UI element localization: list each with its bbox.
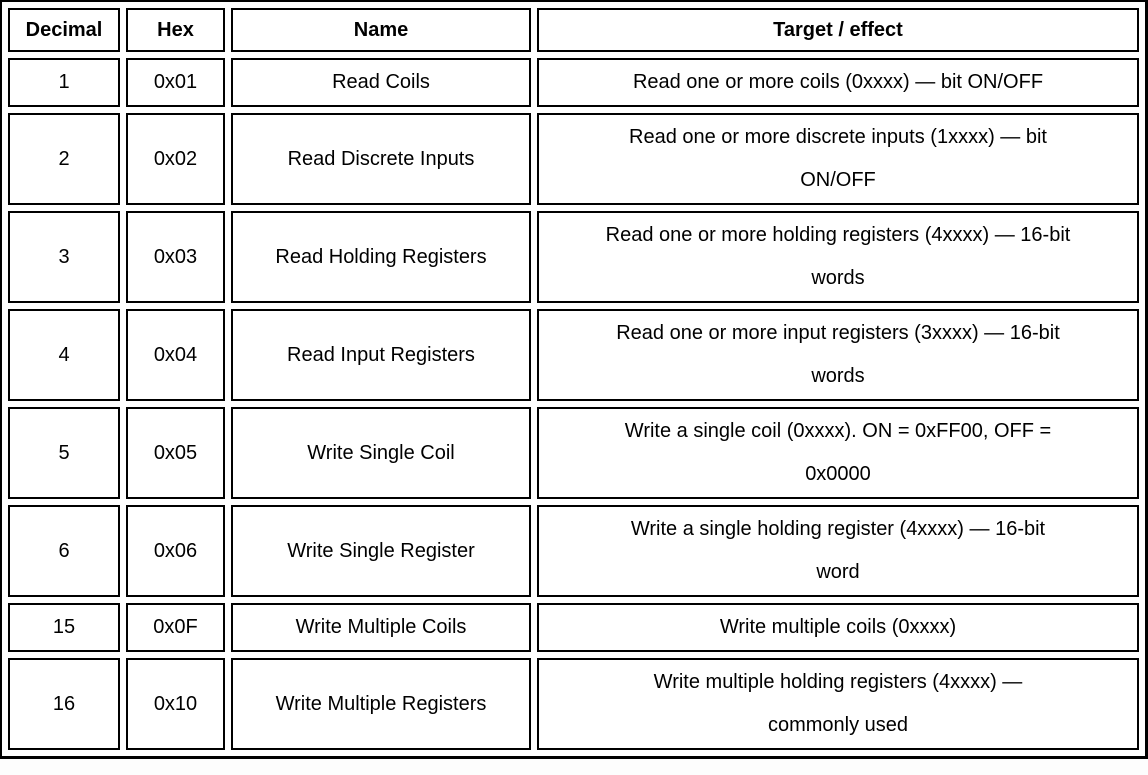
cell-name: Write Single Coil bbox=[231, 407, 531, 499]
cell-target: Write a single holding register (4xxxx) … bbox=[537, 505, 1139, 597]
cell-hex: 0x05 bbox=[126, 407, 225, 499]
cell-hex: 0x04 bbox=[126, 309, 225, 401]
table-row: 15 0x0F Write Multiple Coils Write multi… bbox=[8, 603, 1139, 652]
table-body: 1 0x01 Read Coils Read one or more coils… bbox=[8, 58, 1139, 750]
cell-name: Read Holding Registers bbox=[231, 211, 531, 303]
cell-target: Read one or more holding registers (4xxx… bbox=[537, 211, 1139, 303]
cell-name: Read Coils bbox=[231, 58, 531, 107]
cell-decimal: 15 bbox=[8, 603, 120, 652]
header-row: Decimal Hex Name Target / effect bbox=[8, 8, 1139, 52]
table-row: 6 0x06 Write Single Register Write a sin… bbox=[8, 505, 1139, 597]
cell-decimal: 2 bbox=[8, 113, 120, 205]
cell-target: Read one or more coils (0xxxx) — bit ON/… bbox=[537, 58, 1139, 107]
table-header: Decimal Hex Name Target / effect bbox=[8, 8, 1139, 52]
table-row: 2 0x02 Read Discrete Inputs Read one or … bbox=[8, 113, 1139, 205]
cell-target: Write multiple holding registers (4xxxx)… bbox=[537, 658, 1139, 750]
table-outer-frame: Decimal Hex Name Target / effect 1 0x01 … bbox=[0, 0, 1148, 759]
column-header-name: Name bbox=[231, 8, 531, 52]
table-row: 3 0x03 Read Holding Registers Read one o… bbox=[8, 211, 1139, 303]
cell-decimal: 6 bbox=[8, 505, 120, 597]
cell-name: Write Multiple Registers bbox=[231, 658, 531, 750]
cell-target: Read one or more discrete inputs (1xxxx)… bbox=[537, 113, 1139, 205]
cell-hex: 0x0F bbox=[126, 603, 225, 652]
column-header-hex: Hex bbox=[126, 8, 225, 52]
column-header-decimal: Decimal bbox=[8, 8, 120, 52]
cell-name: Read Discrete Inputs bbox=[231, 113, 531, 205]
cell-name: Write Single Register bbox=[231, 505, 531, 597]
table-row: 5 0x05 Write Single Coil Write a single … bbox=[8, 407, 1139, 499]
cell-decimal: 16 bbox=[8, 658, 120, 750]
cell-decimal: 5 bbox=[8, 407, 120, 499]
cell-hex: 0x02 bbox=[126, 113, 225, 205]
cell-target: Read one or more input registers (3xxxx)… bbox=[537, 309, 1139, 401]
table-row: 1 0x01 Read Coils Read one or more coils… bbox=[8, 58, 1139, 107]
table-row: 4 0x04 Read Input Registers Read one or … bbox=[8, 309, 1139, 401]
cell-name: Write Multiple Coils bbox=[231, 603, 531, 652]
table-row: 16 0x10 Write Multiple Registers Write m… bbox=[8, 658, 1139, 750]
cell-target: Write a single coil (0xxxx). ON = 0xFF00… bbox=[537, 407, 1139, 499]
cell-target: Write multiple coils (0xxxx) bbox=[537, 603, 1139, 652]
cell-decimal: 3 bbox=[8, 211, 120, 303]
cell-decimal: 1 bbox=[8, 58, 120, 107]
cell-name: Read Input Registers bbox=[231, 309, 531, 401]
cell-hex: 0x03 bbox=[126, 211, 225, 303]
cell-hex: 0x10 bbox=[126, 658, 225, 750]
column-header-target: Target / effect bbox=[537, 8, 1139, 52]
cell-decimal: 4 bbox=[8, 309, 120, 401]
cell-hex: 0x01 bbox=[126, 58, 225, 107]
modbus-function-codes-table: Decimal Hex Name Target / effect 1 0x01 … bbox=[2, 2, 1145, 756]
cell-hex: 0x06 bbox=[126, 505, 225, 597]
